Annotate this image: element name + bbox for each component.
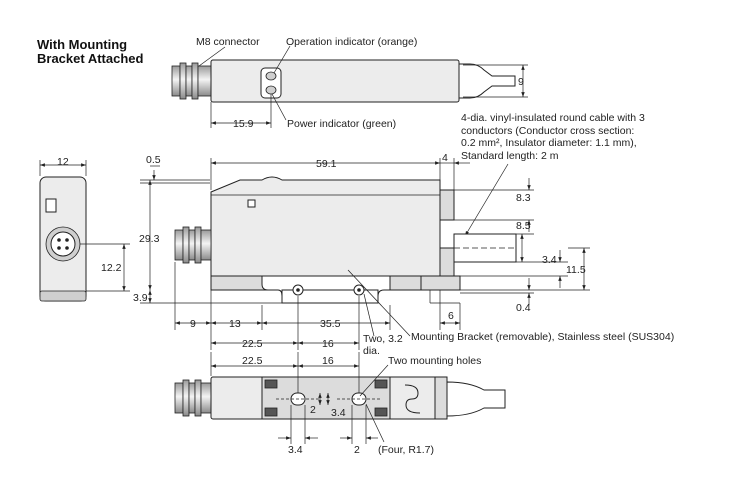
side-view: 0.5 59.1 4 8.3 29.3 8.5 3.4 11 (133, 152, 674, 357)
operation-indicator-led (265, 71, 277, 81)
dim-bot-3-4b: 3.4 (288, 444, 303, 456)
dim-front-width: 12 (57, 156, 69, 168)
bottom-view-end (434, 376, 448, 420)
callout-operation-indicator: Operation indicator (orange) (286, 36, 417, 48)
cable-desc-line-4: Standard length: 2 m (461, 150, 559, 162)
drawing-title: With Mounting Bracket Attached (37, 37, 144, 66)
callout-mounting-holes: Two mounting holes (388, 355, 481, 367)
front-view: 12 12.2 (39, 156, 130, 302)
top-view-housing (210, 59, 460, 103)
front-view-window (45, 198, 57, 213)
cable-description: 4-dia. vinyl-insulated round cable with … (461, 112, 645, 237)
dim-side-35-5: 35.5 (320, 318, 341, 330)
dim-side-22-5: 22.5 (242, 338, 263, 350)
top-view-connector (171, 62, 212, 100)
side-view-bracket-end (420, 275, 461, 291)
callout-mounting-bracket: Mounting Bracket (removable), Stainless … (411, 331, 674, 343)
dim-top-15-9: 15.9 (233, 118, 254, 130)
side-view-connector (174, 226, 212, 264)
front-view-bracket (39, 290, 87, 302)
cable-desc-line-2: conductors (Conductor cross section: (461, 125, 634, 137)
callout-hole-line-1: Two, 3.2 (363, 333, 403, 345)
bottom-view-bracket (261, 376, 391, 420)
dim-bot-16: 16 (322, 355, 334, 367)
callout-power-indicator: Power indicator (green) (287, 118, 396, 130)
dim-side-3-9: 3.9 (133, 292, 148, 304)
dim-side-0-5: 0.5 (146, 154, 161, 166)
dim-side-11-5: 11.5 (566, 264, 586, 276)
bottom-view-cable (446, 381, 506, 417)
front-view-connector-inner (50, 231, 76, 257)
dim-side-13: 13 (229, 318, 241, 330)
dim-top-height: 9 (518, 76, 524, 88)
callout-four-r: (Four, R1.7) (378, 444, 434, 456)
dim-side-8-5: 8.5 (516, 220, 531, 232)
callout-hole-line-2: dia. (363, 345, 380, 357)
dim-side-59-1: 59.1 (316, 158, 337, 170)
dim-side-8-3: 8.3 (516, 192, 531, 204)
bottom-view-connector (174, 379, 212, 417)
bottom-view-cable-coil (404, 384, 421, 414)
side-view-tab-top (439, 189, 455, 221)
dim-side-3-4: 3.4 (542, 254, 557, 266)
callout-m8-connector: M8 connector (196, 36, 260, 48)
side-view-housing (210, 176, 441, 277)
dim-bot-2a: 2 (310, 404, 316, 416)
dim-side-0-4: 0.4 (516, 302, 531, 314)
side-view-tab-bottom (439, 247, 455, 277)
top-view-cable (458, 63, 516, 99)
dim-side-9: 9 (190, 318, 196, 330)
dim-bot-2b: 2 (354, 444, 360, 456)
title-line-1: With Mounting (37, 37, 127, 52)
title-line-2: Bracket Attached (37, 51, 144, 66)
dim-side-6: 6 (448, 310, 454, 322)
dim-bot-22-5: 22.5 (242, 355, 263, 367)
dim-side-29-3: 29.3 (139, 233, 160, 245)
top-view: 9 15.9 M8 connector Operation indicator … (171, 36, 528, 130)
side-view-indicator (247, 199, 256, 208)
cable-desc-line-3: 0.2 mm², Insulator diameter: 1.1 mm), (461, 137, 637, 149)
dim-side-4: 4 (442, 152, 448, 164)
power-indicator-led (265, 85, 277, 95)
dim-bot-3-4a: 3.4 (331, 407, 346, 419)
dim-front-12-2: 12.2 (101, 262, 122, 274)
dim-side-16: 16 (322, 338, 334, 350)
cable-desc-line-1: 4-dia. vinyl-insulated round cable with … (461, 112, 645, 124)
bottom-view: 22.5 16 2 3.4 3.4 2 Two mounting holes (… (174, 352, 506, 456)
